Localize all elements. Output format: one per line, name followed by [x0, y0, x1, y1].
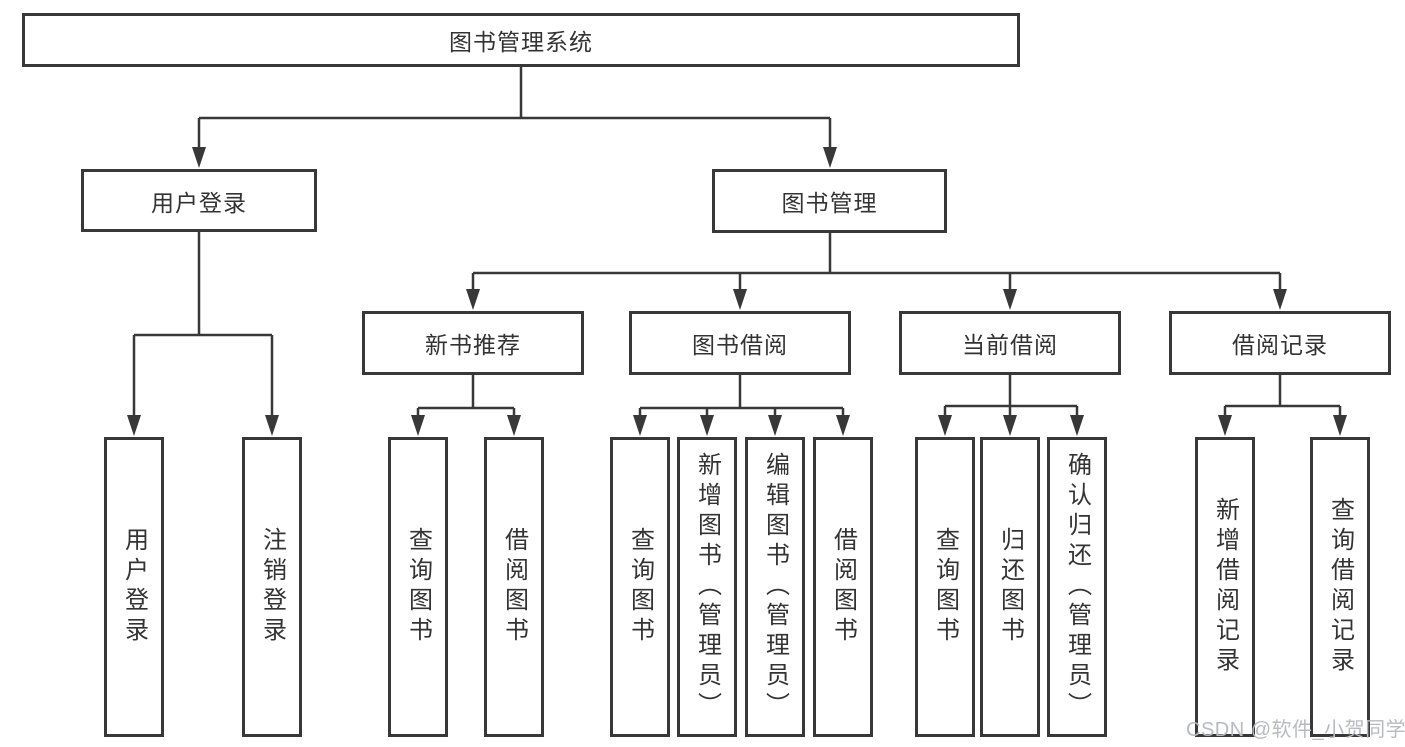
- node-user-login-label: 用户登录: [151, 189, 247, 216]
- leaf-confirm-return-admin: 确认归还（管理员）: [1047, 437, 1107, 737]
- leaf-return-books: 归还图书: [980, 437, 1040, 737]
- leaf-borrow-books-1: 借阅图书: [484, 437, 544, 737]
- leaf-borrow-books-2-label: 借阅图书: [829, 527, 857, 647]
- leaf-user-login: 用户登录: [104, 437, 164, 737]
- node-root-label: 图书管理系统: [449, 29, 593, 55]
- leaf-borrow-books-1-label: 借阅图书: [500, 527, 528, 647]
- leaf-query-books-3: 查询图书: [915, 437, 975, 737]
- leaf-add-books-admin: 新增图书（管理员）: [677, 437, 737, 737]
- leaf-query-borrow-record-label: 查询借阅记录: [1326, 497, 1354, 677]
- leaf-edit-books-admin-label: 编辑图书（管理员）: [761, 452, 789, 722]
- leaf-edit-books-admin: 编辑图书（管理员）: [745, 437, 805, 737]
- leaf-query-books-1-label: 查询图书: [404, 527, 432, 647]
- leaf-query-borrow-record: 查询借阅记录: [1310, 437, 1370, 737]
- leaf-query-books-2: 查询图书: [610, 437, 670, 737]
- leaf-borrow-books-2: 借阅图书: [813, 437, 873, 737]
- leaf-add-borrow-record-label: 新增借阅记录: [1211, 497, 1239, 677]
- leaf-query-books-3-label: 查询图书: [931, 527, 959, 647]
- node-user-login: 用户登录: [81, 169, 317, 232]
- leaf-query-books-2-label: 查询图书: [626, 527, 654, 647]
- node-book-borrow-label: 图书借阅: [692, 332, 788, 358]
- node-root: 图书管理系统: [22, 13, 1020, 67]
- node-borrow-records: 借阅记录: [1169, 311, 1391, 375]
- leaf-confirm-return-admin-label: 确认归还（管理员）: [1063, 452, 1091, 722]
- leaf-add-books-admin-label: 新增图书（管理员）: [693, 452, 721, 722]
- node-book-borrow: 图书借阅: [629, 311, 851, 375]
- node-book-management: 图书管理: [712, 169, 947, 233]
- csdn-watermark: CSDN @软件_小贺同学: [1186, 719, 1405, 741]
- leaf-user-login-label: 用户登录: [120, 527, 148, 647]
- leaf-logout: 注销登录: [242, 437, 302, 737]
- node-new-book-recommend: 新书推荐: [362, 311, 584, 375]
- leaf-query-books-1: 查询图书: [388, 437, 448, 737]
- node-book-management-label: 图书管理: [781, 190, 878, 216]
- node-current-borrow-label: 当前借阅: [962, 332, 1058, 358]
- node-borrow-records-label: 借阅记录: [1232, 332, 1328, 358]
- node-new-book-recommend-label: 新书推荐: [425, 332, 521, 358]
- leaf-add-borrow-record: 新增借阅记录: [1195, 437, 1255, 737]
- leaf-logout-label: 注销登录: [258, 527, 286, 647]
- node-current-borrow: 当前借阅: [899, 311, 1121, 375]
- leaf-return-books-label: 归还图书: [996, 527, 1024, 647]
